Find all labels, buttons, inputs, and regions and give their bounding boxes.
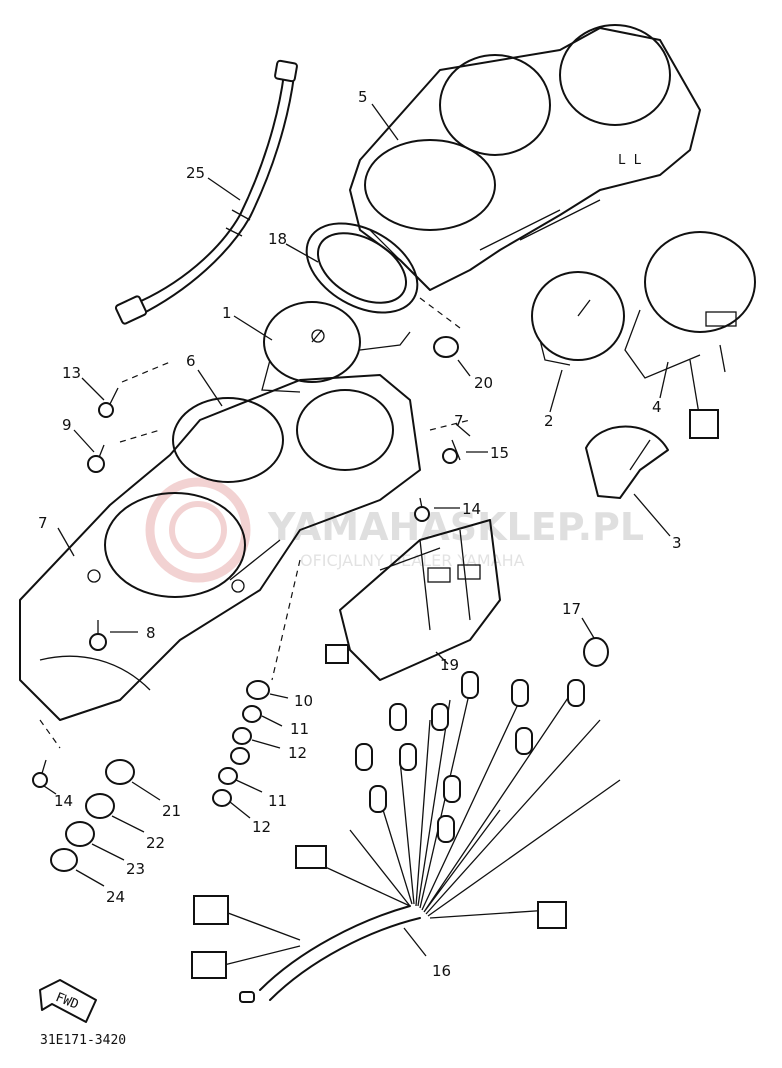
- screw-13: [98, 387, 119, 418]
- watermark-subtitle: OFICJALNY DEALER YAMAHA: [300, 551, 525, 570]
- callout-20: 20: [474, 374, 493, 392]
- watermark: YAMAHASKLEP.PL OFICJALNY DEALER YAMAHA: [145, 477, 644, 583]
- callout-19: 19: [440, 656, 459, 674]
- bulb-12b: [212, 789, 232, 807]
- callout-3: 3: [672, 534, 682, 552]
- fasteners: [32, 387, 609, 872]
- cap-21: [105, 759, 135, 785]
- nut-11a: [242, 705, 262, 723]
- connector-c: [537, 901, 567, 929]
- meter-ring: [305, 222, 419, 314]
- indicator-light-panel: [325, 519, 501, 681]
- wire-harness: [191, 671, 621, 1003]
- grommet: [433, 336, 459, 358]
- dashed-leaders: [39, 297, 471, 749]
- bulb-12b-upper: [230, 747, 250, 765]
- bulb-sockets: [355, 671, 585, 843]
- watermark-logo: [145, 477, 251, 583]
- connector-d: [295, 845, 327, 869]
- cap-22: [85, 793, 115, 819]
- screw-15: [442, 439, 461, 464]
- voltmeter-gauge: [585, 425, 669, 499]
- grommet-17: [583, 637, 609, 667]
- callout-2: 2: [544, 412, 554, 430]
- connector-a: [193, 895, 229, 925]
- screw-9: [87, 444, 105, 473]
- callout-21: 21: [162, 802, 181, 820]
- callout-24: 24: [106, 888, 125, 906]
- cap-23: [65, 821, 95, 847]
- svg-text:L L: L L: [618, 153, 642, 168]
- callout-4: 4: [652, 398, 662, 416]
- screw-8: [89, 620, 107, 651]
- callout-1: 1: [222, 304, 232, 322]
- callout-23: 23: [126, 860, 145, 878]
- callout-10: 10: [294, 692, 313, 710]
- speedometer-cable: [114, 59, 298, 325]
- watermark-title: YAMAHASKLEP.PL: [267, 505, 644, 549]
- screw-14-lower: [32, 759, 48, 788]
- callout-8: 8: [146, 624, 156, 642]
- tachometer: [531, 271, 625, 366]
- callout-14-upper: 14: [462, 500, 481, 518]
- meter-case: [19, 374, 421, 721]
- cap-24: [50, 848, 78, 872]
- bulb-12a: [232, 727, 252, 745]
- callout-25: 25: [186, 164, 205, 182]
- connector-b: [191, 951, 227, 979]
- nut-11b: [218, 767, 238, 785]
- fuel-temperature-gauge: [624, 231, 756, 439]
- callout-5: 5: [358, 88, 368, 106]
- washer-10: [246, 680, 270, 700]
- callout-18: 18: [268, 230, 287, 248]
- drawing-code: 31E171-3420: [40, 1033, 126, 1048]
- forward-arrow: FWD: [39, 979, 97, 1023]
- meter-cover: L L: [349, 24, 701, 291]
- callout-16: 16: [432, 962, 451, 980]
- callout-6: 6: [186, 352, 196, 370]
- callout-22: 22: [146, 834, 165, 852]
- callouts: 25 5 18 1 20 2 4 3 6 13 9 7 15 14 7 8 19: [38, 88, 682, 980]
- fwd-label: FWD: [53, 990, 81, 1013]
- callout-11-lower: 11: [268, 792, 287, 810]
- callout-13: 13: [62, 364, 81, 382]
- screw-14-upper: [414, 497, 430, 522]
- callout-17: 17: [562, 600, 581, 618]
- callout-15: 15: [490, 444, 509, 462]
- speedometer: [261, 301, 411, 393]
- callout-11-upper: 11: [290, 720, 309, 738]
- callout-12-upper: 12: [288, 744, 307, 762]
- callout-7-left: 7: [38, 514, 48, 532]
- callout-9: 9: [62, 416, 72, 434]
- callout-14-lower: 14: [54, 792, 73, 810]
- callout-12-lower: 12: [252, 818, 271, 836]
- callout-7-right: 7: [454, 412, 464, 430]
